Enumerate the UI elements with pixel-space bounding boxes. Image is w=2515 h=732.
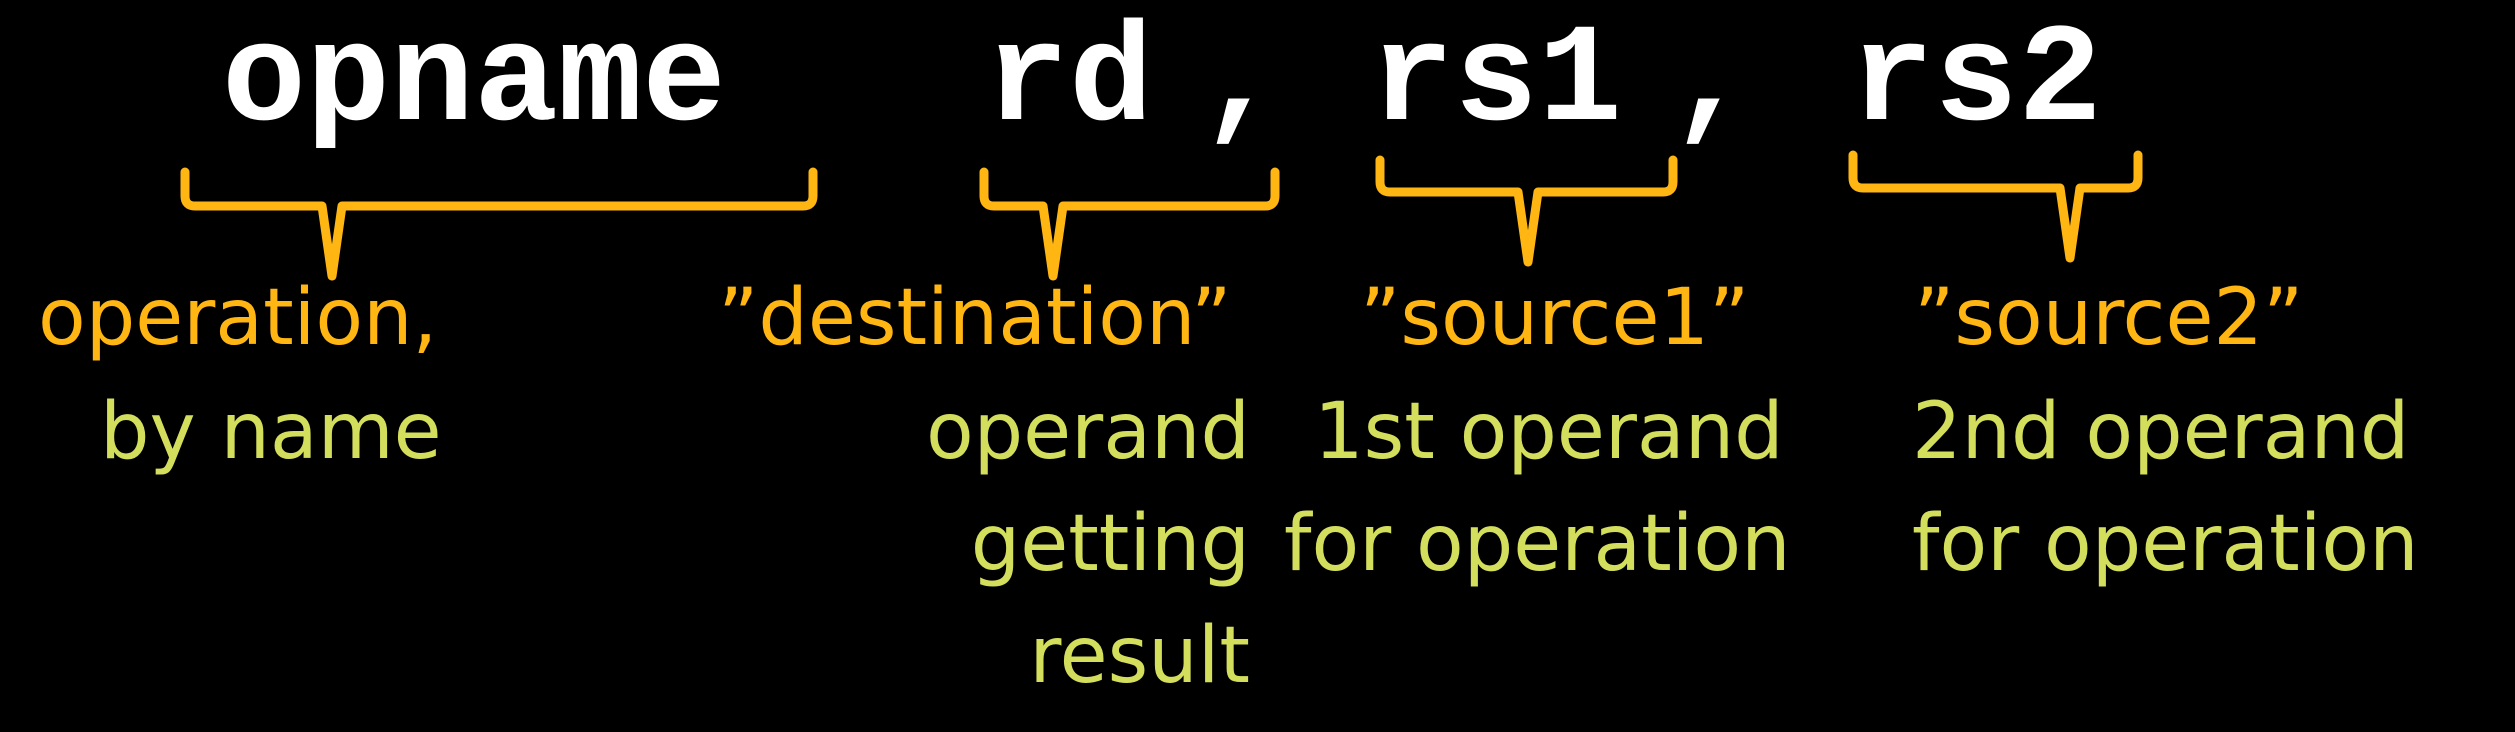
rs1-bracket bbox=[1375, 155, 1678, 267]
destination-desc-line-2: getting bbox=[970, 499, 1250, 589]
source2-desc-line-1: 2nd operand bbox=[1912, 387, 2410, 477]
instruction-rs2: rs2 bbox=[1850, 3, 2103, 162]
instruction-comma-2: , bbox=[1669, 3, 1754, 162]
instruction-rd: rd bbox=[985, 3, 1154, 162]
source1-desc-line-1: 1st operand bbox=[1314, 387, 1784, 477]
instruction-opname: opname bbox=[222, 3, 727, 162]
source2-desc-line-2: for operation bbox=[1912, 499, 2419, 589]
rs2-bracket bbox=[1848, 150, 2143, 263]
source1-desc-line-2: for operation bbox=[1284, 499, 1791, 589]
instruction-comma-1: , bbox=[1199, 3, 1284, 162]
destination-desc-line-3: result bbox=[1029, 611, 1250, 701]
destination-desc-line-1: operand bbox=[925, 387, 1250, 477]
source1-title: ”source1” bbox=[1360, 273, 1750, 363]
operation-title: operation, bbox=[38, 273, 438, 363]
destination-title: ”destination” bbox=[718, 273, 1232, 363]
opname-bracket bbox=[180, 167, 818, 281]
operation-desc-line-1: by name bbox=[100, 387, 442, 477]
source2-title: ”source2” bbox=[1914, 273, 2304, 363]
rd-bracket bbox=[979, 167, 1280, 281]
instruction-rs1: rs1 bbox=[1370, 3, 1623, 162]
